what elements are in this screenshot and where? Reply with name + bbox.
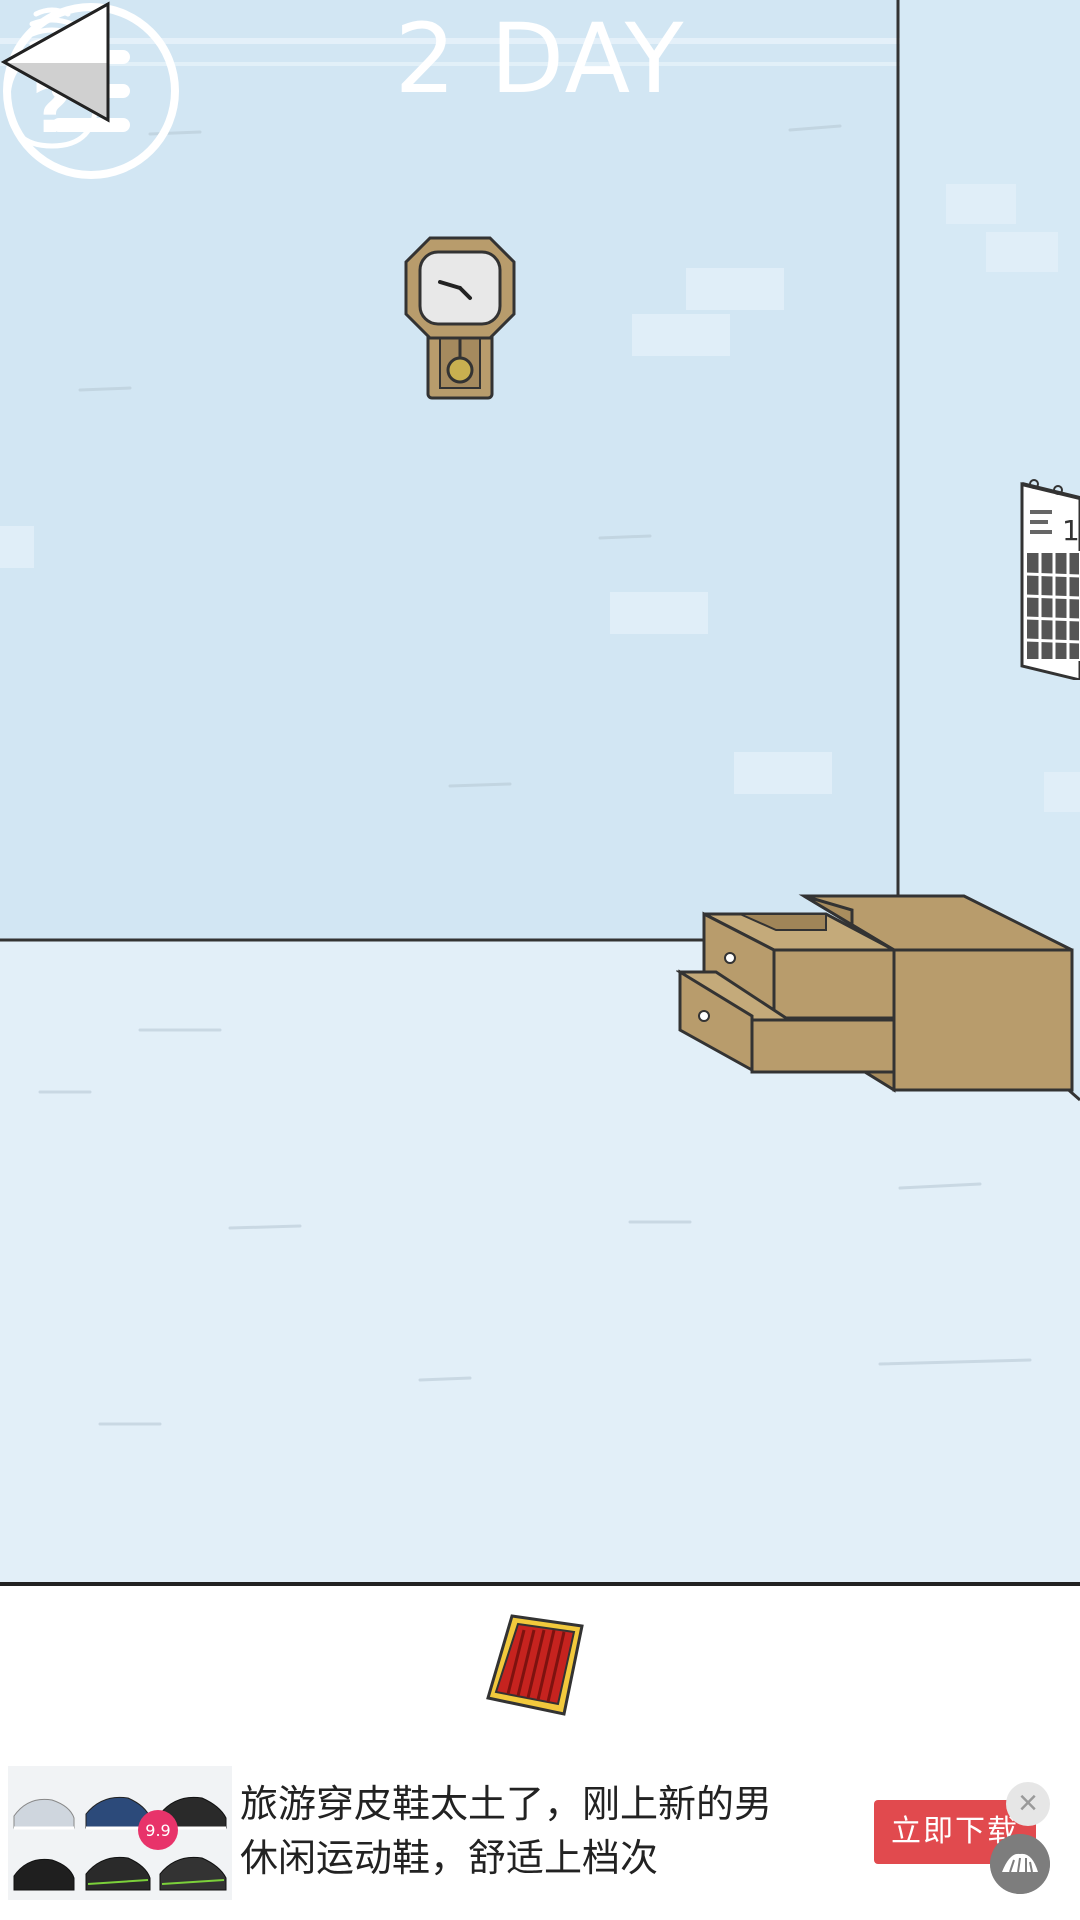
wall-calendar[interactable]: 1 [1016,470,1080,680]
room-background [0,0,1080,1582]
ad-thumbnail-shoes[interactable]: 9.9 [8,1766,232,1900]
pendulum-clock[interactable] [402,236,518,404]
ad-close-icon[interactable]: × [1006,1782,1050,1826]
ad-text[interactable]: 旅游穿皮鞋太土了，刚上新的男 休闲运动鞋，舒适上档次 [240,1778,820,1886]
ad-text-line1: 旅游穿皮鞋太土了，刚上新的男 [240,1784,773,1826]
room-scene: 1 [0,0,1080,1582]
calendar-digit: 1 [1062,514,1080,547]
drawer-cabinet[interactable] [676,890,1080,1096]
inventory-bar [0,1586,1080,1766]
price-badge: 9.9 [145,1821,170,1840]
shoes-image: 9.9 [8,1766,232,1900]
day-counter: 2 DAY [394,3,686,115]
ad-network-logo-icon [990,1834,1050,1894]
ad-text-line2: 休闲运动鞋，舒适上档次 [240,1838,659,1880]
ad-banner[interactable]: 9.9 旅游穿皮鞋太土了，刚上新的男 休闲运动鞋，舒适上档次 立即下载 × [0,1766,1080,1920]
left-arrow-icon[interactable] [0,0,112,124]
scene-divider [0,1582,1080,1586]
red-notebook-item[interactable] [484,1610,592,1718]
